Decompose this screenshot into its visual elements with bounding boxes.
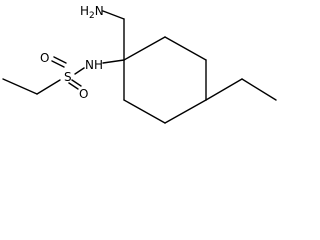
sulfonamide-linkage — [2, 56, 125, 95]
ring-bond-5 — [123, 99, 166, 124]
s-o-top-bond-b — [53, 56, 67, 64]
molecule-structure: H2N NH S O O — [2, 4, 277, 124]
s-o-bottom-bond-a — [71, 79, 82, 87]
ethyl-bond-2 — [241, 78, 277, 101]
s-o-bottom-bond-b — [68, 82, 79, 90]
ethyl-s-bond-2 — [2, 78, 38, 95]
oxygen-bottom-label: O — [79, 87, 88, 101]
aminomethyl-group — [102, 10, 125, 61]
sulfonamide-nitrogen-label: NH — [85, 58, 103, 72]
ethyl-substituent — [205, 78, 277, 101]
cyclohexane-ring — [123, 36, 207, 124]
ring-to-nh-bond — [102, 59, 125, 64]
s-o-top-bond-a — [51, 60, 65, 68]
s-to-ch2-bond — [36, 79, 61, 95]
ch2-to-amine-bond — [102, 10, 125, 20]
sulfur-label: S — [64, 70, 72, 84]
atom-labels: H2N NH S O O — [40, 4, 104, 101]
ring-bond-2 — [164, 36, 207, 61]
ethyl-bond-1 — [205, 78, 243, 101]
ring-bond-1 — [123, 36, 166, 61]
amine-nitrogen-label: H2N — [80, 4, 104, 21]
oxygen-top-label: O — [40, 51, 49, 65]
nh-to-s-bond — [74, 67, 85, 75]
ring-bond-4 — [164, 99, 207, 124]
